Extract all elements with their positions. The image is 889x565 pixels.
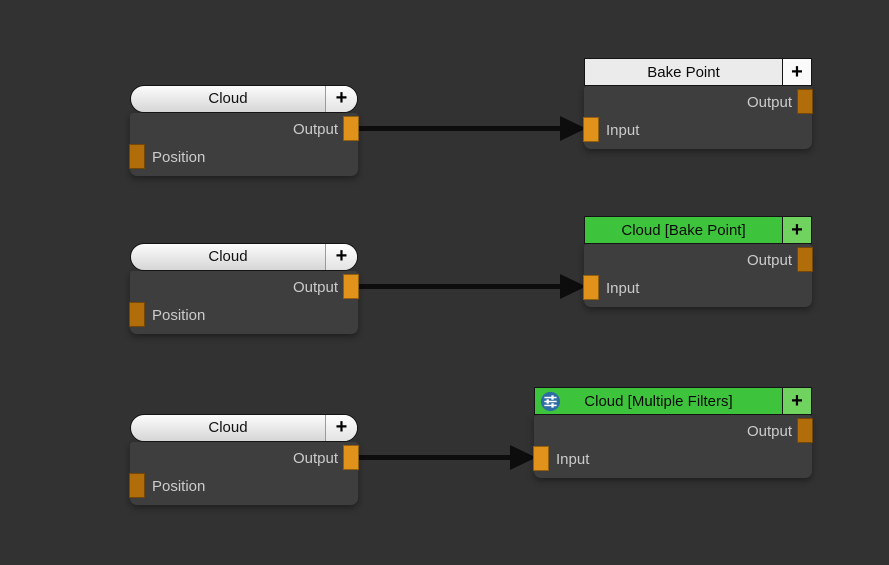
node-title: Cloud (208, 90, 248, 107)
output-connector[interactable] (343, 445, 359, 470)
node-header[interactable]: Cloud + (130, 243, 358, 271)
port-label: Input (556, 450, 590, 468)
port-label: Output (292, 449, 338, 467)
port-row-output: Output (130, 444, 359, 472)
port-row-position: Position (129, 301, 358, 329)
port-row-input: Input (533, 445, 812, 473)
port-row-output: Output (584, 88, 813, 116)
port-row-output: Output (130, 273, 359, 301)
input-connector[interactable] (533, 446, 549, 471)
input-connector[interactable] (583, 275, 599, 300)
node-title: Cloud (208, 419, 248, 436)
port-label: Output (746, 251, 792, 269)
node-bake-point[interactable]: Bake Point + Output Input (583, 58, 813, 149)
sliders-icon (540, 391, 561, 412)
output-connector[interactable] (797, 418, 813, 443)
position-connector[interactable] (129, 473, 145, 498)
port-label: Output (292, 278, 338, 296)
connection-wire[interactable] (357, 116, 586, 141)
node-title: Cloud [Bake Point] (621, 221, 746, 239)
node-header[interactable]: Cloud [Multiple Filters] + (534, 387, 812, 415)
port-row-output: Output (584, 246, 813, 274)
output-connector[interactable] (343, 116, 359, 141)
node-title: Bake Point (647, 63, 720, 81)
port-label: Input (606, 279, 640, 297)
node-header[interactable]: Cloud + (130, 414, 358, 442)
node-header[interactable]: Cloud + (130, 85, 358, 113)
node-body: Output Position (129, 113, 359, 176)
port-row-input: Input (583, 116, 812, 144)
node-cloud-2[interactable]: Cloud + Output Position (129, 243, 359, 334)
add-port-button[interactable]: + (782, 217, 811, 243)
output-connector[interactable] (343, 274, 359, 299)
node-cloud-3[interactable]: Cloud + Output Position (129, 414, 359, 505)
node-header[interactable]: Bake Point + (584, 58, 812, 86)
node-title: Cloud (208, 248, 248, 265)
node-cloud-multiple-filters[interactable]: Cloud [Multiple Filters] + Output Input (533, 387, 813, 478)
node-body: Output Input (583, 244, 813, 307)
port-row-output: Output (534, 417, 813, 445)
port-label: Position (152, 306, 206, 324)
position-connector[interactable] (129, 144, 145, 169)
node-cloud-bake-point[interactable]: Cloud [Bake Point] + Output Input (583, 216, 813, 307)
port-row-input: Input (583, 274, 812, 302)
node-header[interactable]: Cloud [Bake Point] + (584, 216, 812, 244)
node-body: Output Input (583, 86, 813, 149)
add-port-button[interactable]: + (782, 388, 811, 414)
output-connector[interactable] (797, 89, 813, 114)
add-port-button[interactable]: + (325, 86, 357, 112)
port-label: Position (152, 477, 206, 495)
port-row-position: Position (129, 143, 358, 171)
position-connector[interactable] (129, 302, 145, 327)
port-row-position: Position (129, 472, 358, 500)
add-port-button[interactable]: + (325, 244, 357, 270)
add-port-button[interactable]: + (325, 415, 357, 441)
node-body: Output Position (129, 442, 359, 505)
node-title: Cloud [Multiple Filters] (584, 392, 733, 410)
node-cloud-1[interactable]: Cloud + Output Position (129, 85, 359, 176)
port-row-output: Output (130, 115, 359, 143)
port-label: Input (606, 121, 640, 139)
connection-wire[interactable] (357, 445, 536, 470)
port-label: Output (746, 93, 792, 111)
port-label: Output (292, 120, 338, 138)
node-body: Output Input (533, 415, 813, 478)
output-connector[interactable] (797, 247, 813, 272)
port-label: Position (152, 148, 206, 166)
port-label: Output (746, 422, 792, 440)
connection-wire[interactable] (357, 274, 586, 299)
input-connector[interactable] (583, 117, 599, 142)
node-body: Output Position (129, 271, 359, 334)
add-port-button[interactable]: + (782, 59, 811, 85)
